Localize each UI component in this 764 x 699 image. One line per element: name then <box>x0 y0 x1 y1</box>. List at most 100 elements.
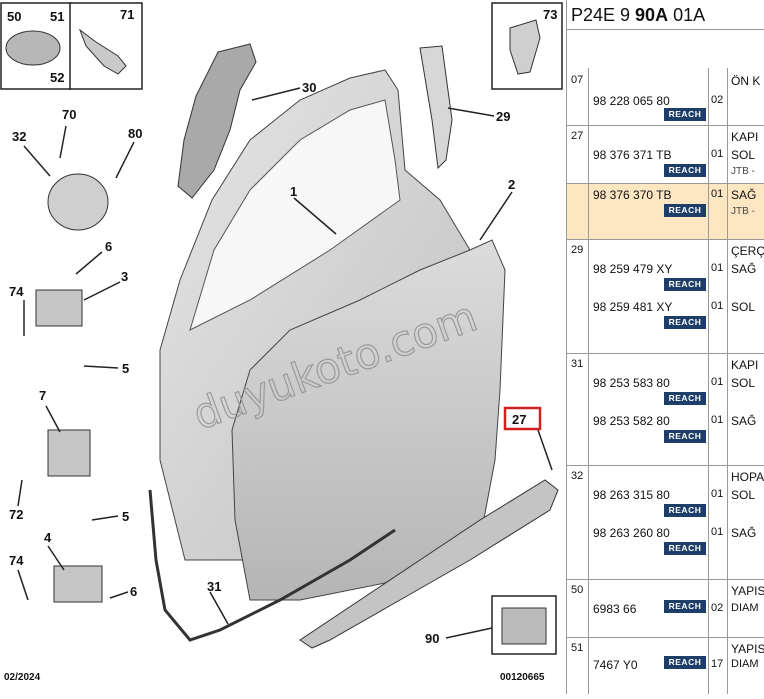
title-suffix: 01A <box>668 5 706 25</box>
part-number[interactable]: 98 253 582 80 <box>593 414 670 428</box>
part-29-trim[interactable] <box>419 45 453 170</box>
part-number[interactable]: 98 376 371 TB <box>593 148 672 162</box>
inset-box-50-51-52[interactable] <box>0 2 72 90</box>
part-number[interactable]: 98 263 315 80 <box>593 488 670 502</box>
group-number: 27 <box>571 130 584 142</box>
label-73: 73 <box>543 7 557 22</box>
label-5-top: 5 <box>122 361 129 376</box>
group-description: KAPI <box>731 130 759 144</box>
group-description: HOPA <box>731 470 764 484</box>
parts-row-27-right-selected[interactable]: 98 376 370 TB 01 SAĞ JTB - REACH <box>567 184 764 240</box>
description: SAĞ <box>731 414 757 428</box>
quantity: 17 <box>711 658 724 670</box>
part-number[interactable]: 98 228 065 80 <box>593 94 670 108</box>
label-1: 1 <box>290 184 297 199</box>
description: SAĞ <box>731 262 757 276</box>
label-4: 4 <box>44 530 52 545</box>
parts-row-07[interactable]: 07 98 228 065 80 02 ÖN K REACH <box>567 68 764 126</box>
part-number[interactable]: 6983 66 <box>593 602 637 616</box>
reach-badge: REACH <box>664 600 706 613</box>
title-bold: 90A <box>635 5 669 25</box>
inset-box-71[interactable] <box>69 2 143 90</box>
label-31: 31 <box>207 579 221 594</box>
sub-description: JTB - <box>731 166 755 177</box>
description: SOL <box>731 488 756 502</box>
inset-box-73[interactable] <box>491 2 563 90</box>
description: SOL <box>731 148 756 162</box>
part-31-seal[interactable] <box>148 489 396 642</box>
label-6-bottom: 6 <box>130 584 137 599</box>
group-description: ÇERÇ <box>731 244 764 258</box>
group-description: KAPI <box>731 358 759 372</box>
label-71: 71 <box>120 7 134 22</box>
group-number: 31 <box>571 358 584 370</box>
parts-row-50[interactable]: 50 YAPIS 6983 66 REACH 02 DIAM <box>567 580 764 638</box>
reach-badge: REACH <box>664 430 706 443</box>
part-90-clips[interactable] <box>491 595 557 655</box>
reach-badge: REACH <box>664 656 706 669</box>
part-7-check-strap[interactable] <box>47 429 91 477</box>
group-description: YAPIS <box>731 584 764 598</box>
footer-ref: 00120665 <box>500 672 545 683</box>
description: SOL <box>731 376 756 390</box>
part-2-door-skin[interactable] <box>231 239 506 601</box>
exploded-parts-diagram: duyukoto.com 50 51 52 71 73 30 29 70 32 … <box>0 2 563 683</box>
part-number[interactable]: 98 259 479 XY <box>593 262 673 276</box>
parts-row-27-left[interactable]: 27 KAPI 98 376 371 TB 01 SOL JTB - REACH <box>567 126 764 184</box>
part-number[interactable]: 98 253 583 80 <box>593 376 670 390</box>
label-72: 72 <box>9 507 23 522</box>
label-27: 27 <box>512 412 526 427</box>
quantity: 01 <box>711 188 724 200</box>
label-30: 30 <box>302 80 316 95</box>
part-27-moulding[interactable] <box>299 479 559 649</box>
label-80: 80 <box>128 126 142 141</box>
panel-title: P24E 9 90A 01A <box>567 0 764 30</box>
part-number[interactable]: 98 263 260 80 <box>593 526 670 540</box>
description: DIAM <box>731 658 759 670</box>
label-29: 29 <box>496 109 510 124</box>
part-number[interactable]: 7467 Y0 <box>593 658 638 672</box>
group-description: YAPIS <box>731 642 764 656</box>
reach-badge: REACH <box>664 108 706 121</box>
label-74-top: 74 <box>9 284 24 299</box>
group-number: 29 <box>571 244 584 256</box>
part-4-hinge[interactable] <box>53 565 103 603</box>
title-prefix: P24E 9 <box>571 5 636 25</box>
parts-row-31[interactable]: 31 KAPI 98 253 583 80 01 SOL REACH 98 25… <box>567 354 764 466</box>
description: SAĞ <box>731 188 757 202</box>
label-2: 2 <box>508 177 515 192</box>
quantity: 01 <box>711 526 724 538</box>
label-70: 70 <box>62 107 76 122</box>
group-number: 51 <box>571 642 584 654</box>
label-3: 3 <box>121 269 128 284</box>
description: DIAM <box>731 602 759 614</box>
sub-description: JTB - <box>731 206 755 217</box>
diagram-canvas: duyukoto.com 50 51 52 71 73 30 29 70 32 … <box>0 2 563 683</box>
label-32: 32 <box>12 129 26 144</box>
description: ÖN K <box>731 74 761 88</box>
quantity: 01 <box>711 376 724 388</box>
label-6-top: 6 <box>105 239 112 254</box>
quantity: 01 <box>711 300 724 312</box>
quantity: 02 <box>711 94 724 106</box>
label-51: 51 <box>50 9 64 24</box>
label-50: 50 <box>7 9 21 24</box>
quantity: 02 <box>711 602 724 614</box>
part-3-hinge[interactable] <box>35 289 83 327</box>
reach-badge: REACH <box>664 504 706 517</box>
quantity: 01 <box>711 488 724 500</box>
parts-row-51[interactable]: 51 YAPIS 7467 Y0 REACH 17 DIAM <box>567 638 764 694</box>
reach-badge: REACH <box>664 542 706 555</box>
parts-row-29[interactable]: 29 ÇERÇ 98 259 479 XY 01 SAĞ REACH 98 25… <box>567 240 764 354</box>
group-number: 32 <box>571 470 584 482</box>
parts-row-32[interactable]: 32 HOPA 98 263 315 80 01 SOL REACH 98 26… <box>567 466 764 580</box>
part-32-bracket[interactable] <box>47 173 109 231</box>
group-number: 07 <box>571 74 584 86</box>
part-number[interactable]: 98 376 370 TB <box>593 188 672 202</box>
part-30-seal[interactable] <box>177 43 257 199</box>
label-27-highlight[interactable]: 27 <box>503 406 542 431</box>
part-number[interactable]: 98 259 481 XY <box>593 300 673 314</box>
reach-badge: REACH <box>664 278 706 291</box>
quantity: 01 <box>711 148 724 160</box>
parts-list-panel: P24E 9 90A 01A 07 98 228 065 80 02 ÖN K … <box>566 0 764 694</box>
